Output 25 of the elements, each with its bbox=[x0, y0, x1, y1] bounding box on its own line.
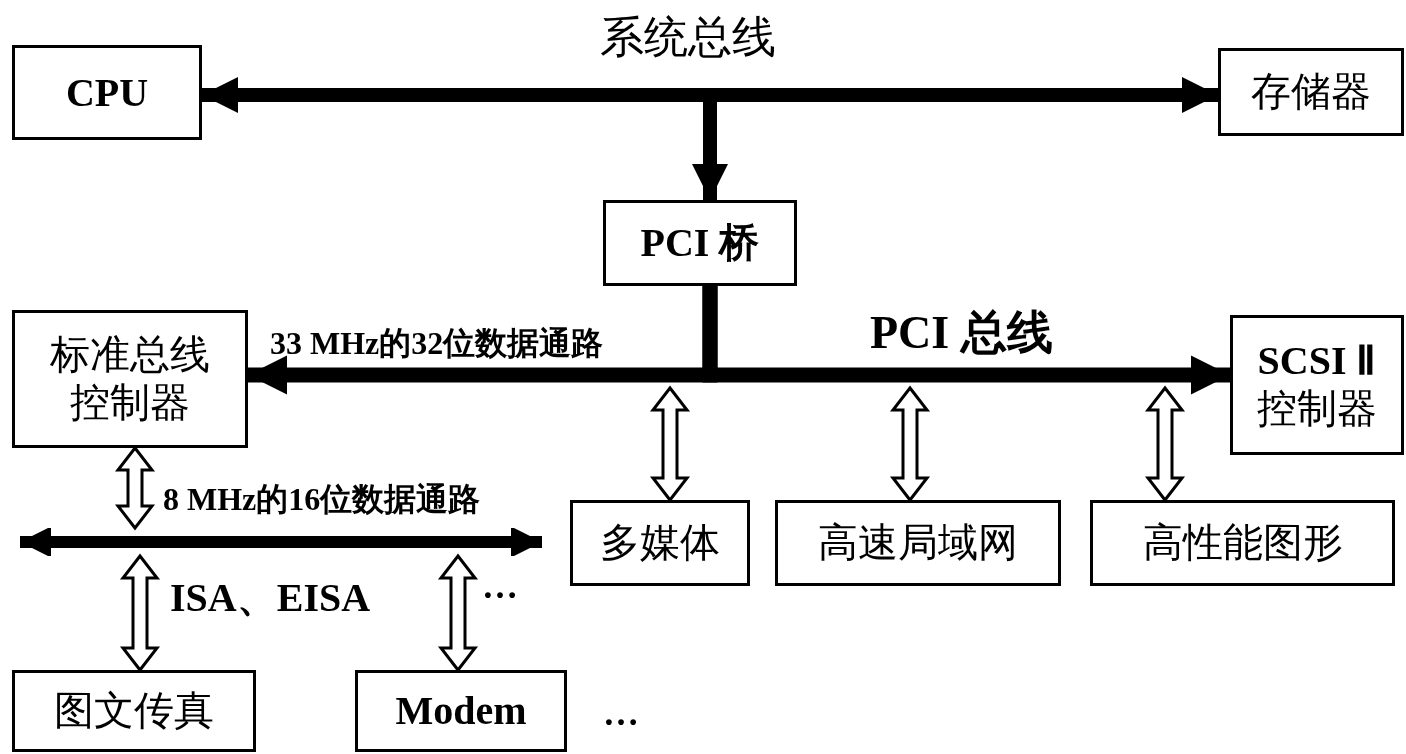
component-box: Modem bbox=[355, 670, 567, 752]
component-box: 存储器 bbox=[1218, 48, 1404, 136]
component-box: PCI 桥 bbox=[603, 200, 797, 286]
ellipsis: … bbox=[603, 692, 639, 734]
component-box: 高性能图形 bbox=[1090, 500, 1395, 586]
bus-arrow bbox=[702, 286, 1230, 395]
bus-arrow bbox=[202, 76, 1218, 114]
ellipsis: … bbox=[482, 565, 518, 607]
component-box: 标准总线控制器 bbox=[12, 310, 248, 448]
component-box: SCSI Ⅱ 控制器 bbox=[1230, 315, 1404, 455]
component-box: 多媒体 bbox=[570, 500, 750, 586]
component-box: 高速局域网 bbox=[775, 500, 1061, 586]
hollow-arrow bbox=[649, 385, 691, 503]
hollow-arrow bbox=[437, 553, 479, 673]
hollow-arrow bbox=[119, 553, 161, 673]
bus-label: 33 MHz的32位数据通路 bbox=[270, 324, 604, 363]
bus-label: 8 MHz的16位数据通路 bbox=[163, 480, 481, 519]
component-box: CPU bbox=[12, 45, 202, 140]
hollow-arrow bbox=[114, 445, 156, 531]
component-box: 图文传真 bbox=[12, 670, 256, 752]
bus-label: PCI 总线 bbox=[870, 306, 1053, 360]
hollow-arrow bbox=[1144, 385, 1186, 503]
bus-label: 系统总线 bbox=[600, 12, 776, 64]
hollow-arrow bbox=[889, 385, 931, 503]
bus-label: ISA、EISA bbox=[170, 574, 371, 622]
